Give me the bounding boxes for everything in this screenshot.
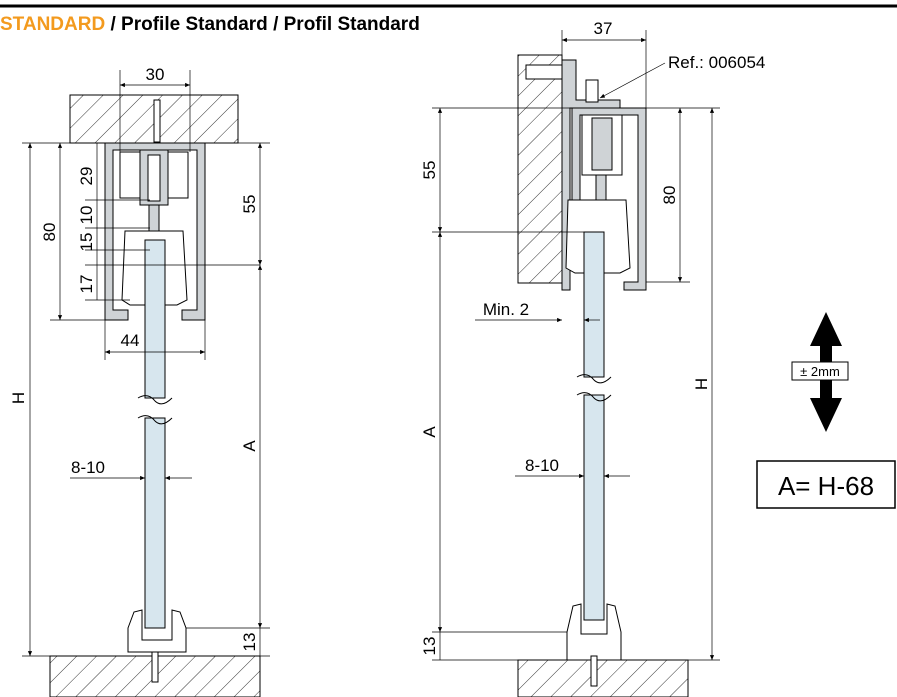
ceiling-screw [153, 99, 161, 143]
formula-box [756, 460, 896, 509]
right-view: 37 Ref.: 006054 55 A 13 80 H Min. 2 [420, 19, 765, 697]
dim-29: 29 [77, 167, 96, 186]
dim-H: H [9, 392, 28, 404]
hanger-bolt-right [595, 174, 607, 202]
dim-80: 80 [40, 223, 59, 242]
break-line-4 [576, 392, 612, 402]
dim-37: 37 [594, 19, 613, 38]
dim-44: 44 [121, 331, 140, 350]
formula-text: A= H-68 [778, 471, 874, 501]
glass-panel-lower [144, 417, 166, 629]
bracket-bolt [585, 79, 599, 103]
ref-label: Ref.: 006054 [668, 53, 765, 72]
wall [517, 54, 563, 284]
wall-screw [525, 64, 565, 80]
dim-17: 17 [77, 275, 96, 294]
dim-H-right: H [692, 378, 711, 390]
dim-10: 10 [77, 206, 96, 225]
dim-80-right: 80 [660, 186, 679, 205]
glass-panel-right-upper [583, 231, 605, 378]
dim-55: 55 [240, 195, 259, 214]
dim-13-right: 13 [420, 637, 439, 656]
glass-panel-right-lower [583, 394, 605, 621]
dim-13: 13 [240, 633, 259, 652]
floor-screw [151, 651, 159, 683]
dim-min: Min. 2 [483, 300, 529, 319]
dim-glass-right: 8-10 [525, 456, 559, 475]
floor-guide [127, 609, 187, 653]
adjust-label: ± 2mm [800, 364, 840, 379]
dim-glass: 8-10 [71, 458, 105, 477]
dim-A-right: A [420, 426, 439, 438]
ref-leader [599, 62, 666, 99]
page-title: STANDARD / Profile Standard / Profil Sta… [0, 14, 420, 35]
floor-screw-right [590, 655, 598, 687]
break-line-2 [137, 415, 173, 425]
break-line-3 [576, 374, 612, 384]
dim-A: A [240, 440, 259, 452]
adjust-label-box [791, 361, 849, 381]
roller-right [591, 117, 613, 171]
glass-panel-upper [144, 239, 166, 399]
hanger-bolt [148, 204, 160, 232]
break-line-1 [137, 395, 173, 405]
dim-30: 30 [146, 65, 165, 84]
left-view: 30 29 10 15 17 80 H 55 A 13 [9, 65, 270, 697]
floor-block-right [517, 659, 689, 697]
dim-15: 15 [77, 233, 96, 252]
dim-55-right: 55 [420, 161, 439, 180]
roller-wheel [147, 154, 161, 202]
